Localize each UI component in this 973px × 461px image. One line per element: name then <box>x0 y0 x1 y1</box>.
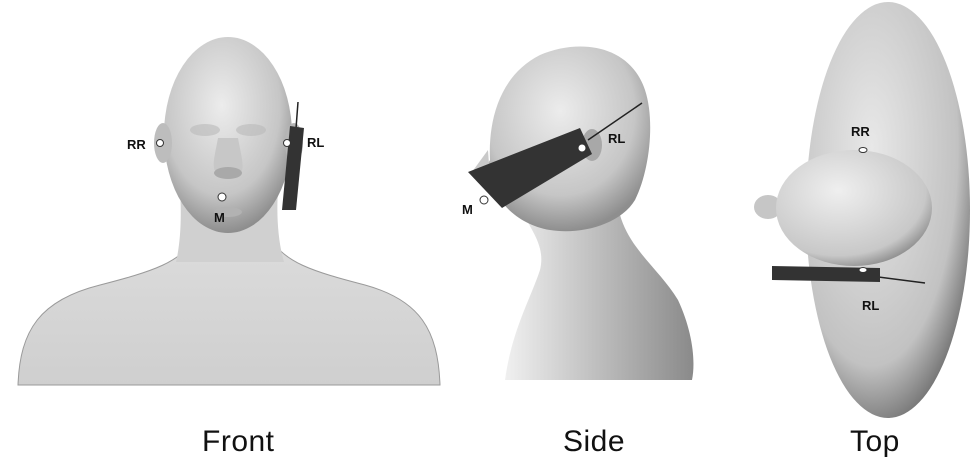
front-caption: Front <box>202 425 275 459</box>
front-marker-m <box>218 193 226 201</box>
front-label-m: M <box>214 210 225 225</box>
side-label-m: M <box>462 202 473 217</box>
side-view-figure: RL M <box>460 0 720 461</box>
top-marker-rr <box>859 148 867 153</box>
top-head <box>776 150 932 266</box>
side-torso <box>505 210 693 380</box>
top-label-rl: RL <box>862 298 879 313</box>
side-marker-rl <box>578 144 586 152</box>
side-label-rl: RL <box>608 131 625 146</box>
top-view: RR RL Top <box>720 0 973 461</box>
front-marker-rr <box>157 140 164 147</box>
front-label-rr: RR <box>127 137 146 152</box>
side-view: RL M Side <box>460 0 720 461</box>
top-view-figure: RR RL <box>720 0 973 461</box>
side-caption: Side <box>563 425 625 459</box>
front-view-figure: RR RL M <box>0 0 460 461</box>
side-marker-m <box>480 196 488 204</box>
front-view: RR RL M Front <box>0 0 460 461</box>
top-label-rr: RR <box>851 124 870 139</box>
front-label-rl: RL <box>307 135 324 150</box>
front-head <box>164 37 292 233</box>
front-marker-rl <box>284 140 291 147</box>
top-marker-rl <box>859 268 867 273</box>
top-caption: Top <box>850 425 900 459</box>
